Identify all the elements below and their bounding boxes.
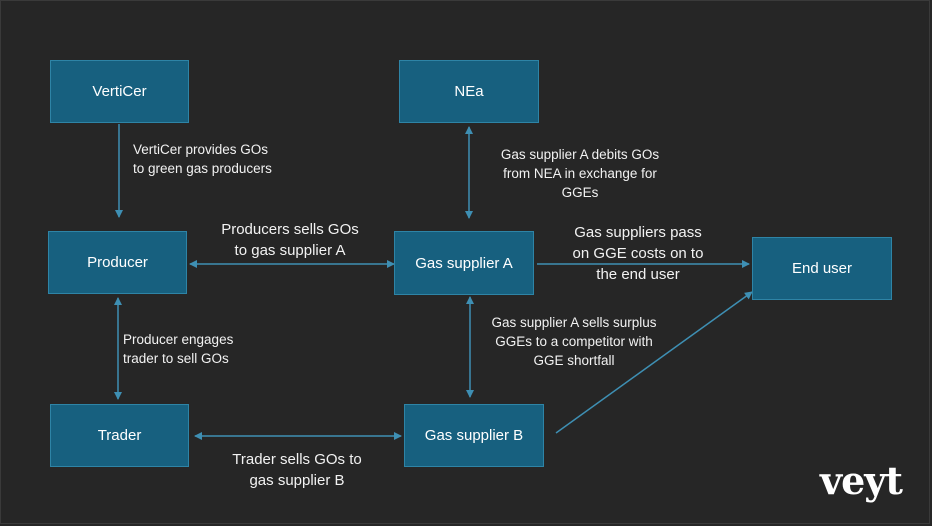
label-line: Gas suppliers pass <box>574 224 702 241</box>
label-line: Gas supplier A sells surplus <box>491 315 657 330</box>
label-line: to gas supplier A <box>234 242 346 259</box>
node-gas-supplier-a: Gas supplier A <box>394 231 534 295</box>
label-line: on GGE costs on to <box>572 245 704 262</box>
arrow-supplier-b-to-end-user <box>555 291 753 434</box>
label-line: Gas supplier A debits GOs <box>500 147 660 162</box>
label-line: GGEs to a competitor with <box>495 334 653 349</box>
label-trader-supplier-b: Trader sells GOs to gas supplier B <box>212 449 382 491</box>
label-supplier-a-supplier-b: Gas supplier A sells surplus GGEs to a c… <box>476 313 672 370</box>
label-line: GGEs <box>561 185 599 200</box>
label-line: gas supplier B <box>249 472 345 489</box>
node-trader: Trader <box>50 404 189 467</box>
veyt-logo: veyt <box>820 458 903 503</box>
node-verticer: VertiCer <box>50 60 189 123</box>
label-line: VertiCer provides GOs <box>133 142 269 157</box>
label-line: Producer engages <box>123 332 234 347</box>
label-line: to green gas producers <box>133 161 272 176</box>
label-line: trader to sell GOs <box>123 351 229 366</box>
label-line: Producers sells GOs <box>221 221 359 238</box>
label-producer-supplier-a: Producers sells GOs to gas supplier A <box>205 219 375 261</box>
node-gas-supplier-b: Gas supplier B <box>404 404 544 467</box>
node-nea: NEa <box>399 60 539 123</box>
label-line: GGE shortfall <box>533 353 615 368</box>
label-verticer-producer: VertiCer provides GOs to green gas produ… <box>133 140 272 178</box>
label-line: Trader sells GOs to <box>232 451 362 468</box>
label-producer-trader: Producer engages trader to sell GOs <box>123 330 233 368</box>
label-supplier-a-end-user: Gas suppliers pass on GGE costs on to th… <box>553 222 723 285</box>
label-line: from NEA in exchange for <box>503 166 657 181</box>
node-producer: Producer <box>48 231 187 294</box>
label-nea-supplier-a: Gas supplier A debits GOs from NEA in ex… <box>486 145 674 202</box>
label-line: the end user <box>596 266 680 283</box>
node-end-user: End user <box>752 237 892 300</box>
